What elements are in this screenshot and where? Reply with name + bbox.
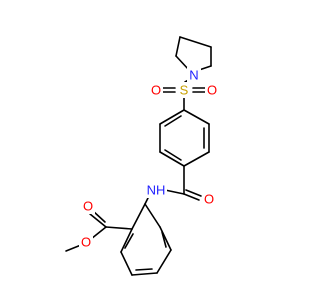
atom-pyrrolidine-nitrogen: N: [187, 67, 201, 83]
atom-label-o-ester-carbonyl: O: [83, 199, 93, 214]
structure-canvas: N S O O O NH O: [65, 36, 219, 276]
bond: [183, 109, 210, 125]
atom-label-o-amide: O: [204, 192, 214, 207]
bond: [175, 36, 181, 57]
atom-ester-carbonyl-oxygen: O: [81, 198, 95, 214]
bond: [159, 226, 172, 251]
atom-sulfonyl-oxygen-left: O: [149, 82, 163, 98]
atom-label-o-sulfonyl-right: O: [207, 83, 217, 98]
bond: [124, 233, 134, 249]
bond: [131, 203, 146, 230]
atom-label-s: S: [180, 83, 189, 98]
bond: [179, 36, 212, 48]
atom-amide-nh: NH: [145, 182, 167, 198]
bond: [120, 228, 133, 253]
atom-label-o-sulfonyl-left: O: [151, 83, 161, 98]
atom-label-n-pyrrolidine: N: [189, 68, 198, 83]
bond: [159, 151, 185, 167]
bond: [161, 231, 167, 248]
bond: [159, 109, 185, 125]
atom-ester-oxygen: O: [79, 234, 93, 250]
atom-amide-oxygen: O: [202, 191, 216, 207]
bond: [164, 115, 182, 127]
bond: [90, 226, 107, 240]
bond: [135, 268, 153, 271]
atom-sulfur: S: [177, 82, 191, 98]
bond: [105, 226, 133, 230]
bond: [131, 272, 158, 276]
bond: [183, 193, 200, 201]
bond: [120, 251, 133, 276]
atom-sulfonyl-oxygen-right: O: [205, 82, 219, 98]
bond: [175, 55, 190, 71]
bond: [164, 189, 185, 195]
atom-label-o-ester: O: [81, 235, 91, 250]
atom-label-nh: NH: [147, 183, 166, 198]
atom-layer: N S O O O NH O: [79, 67, 219, 250]
bond: [156, 249, 172, 274]
molecule-structure: N S O O O NH O: [65, 36, 219, 276]
bond: [185, 189, 202, 197]
bond: [89, 213, 107, 228]
bond: [164, 149, 182, 161]
bond: [65, 244, 82, 252]
bond: [144, 203, 161, 228]
bond: [183, 151, 210, 167]
